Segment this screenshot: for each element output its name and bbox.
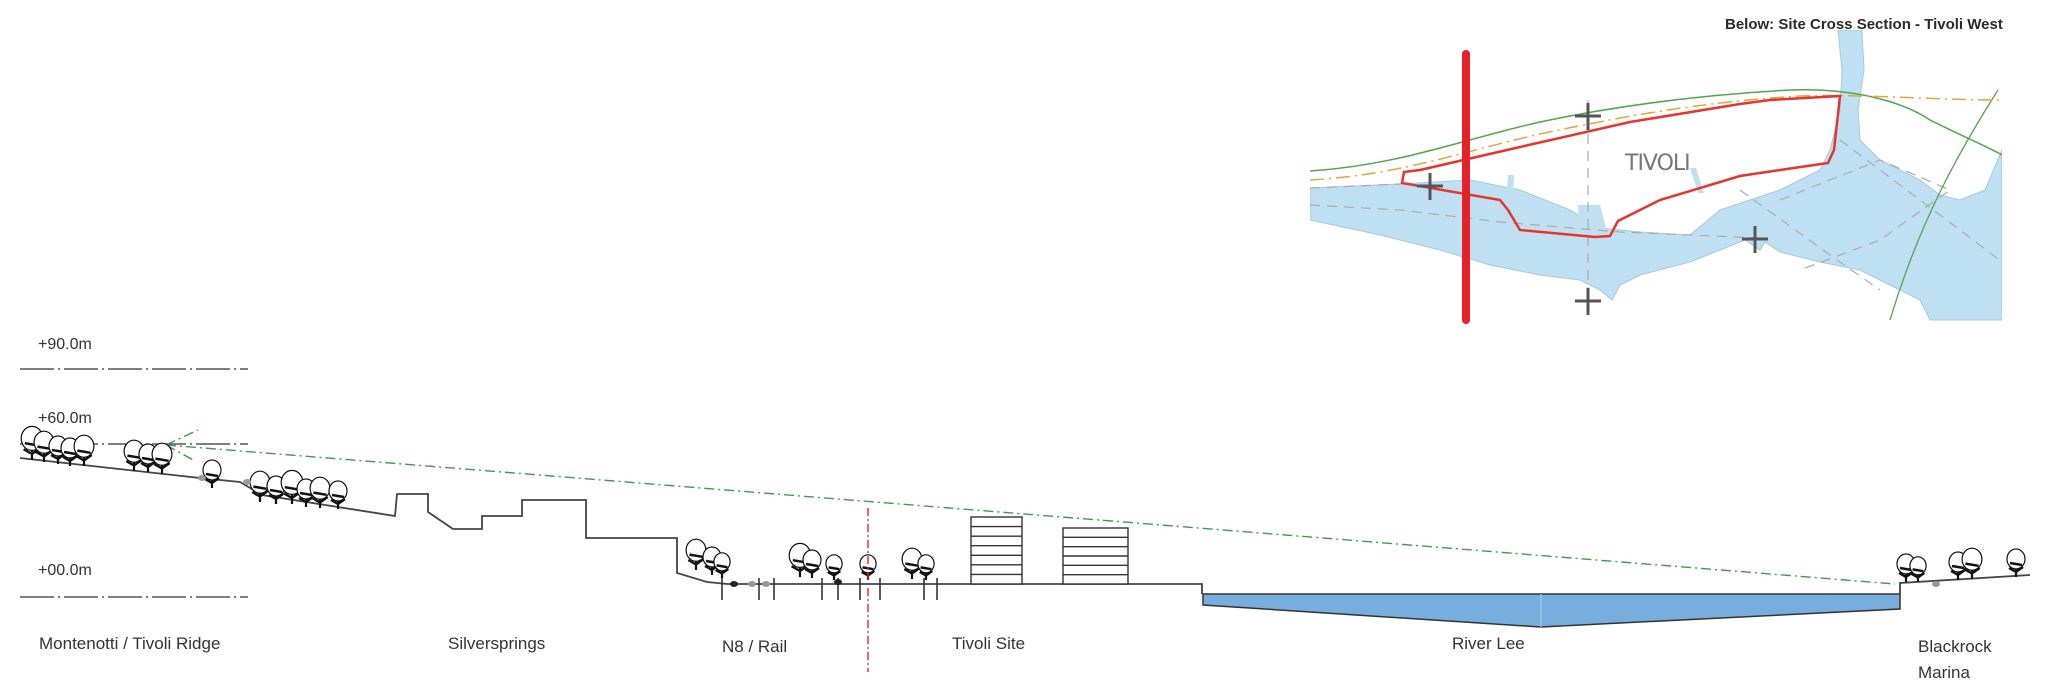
zone-label-river-lee: River Lee [1452,634,1525,653]
tree-icon [266,475,286,504]
ground-object [243,479,251,485]
zone-label-silversprings: Silversprings [448,634,546,653]
tree-icon [202,459,222,488]
key-plan-map: TIVOLI [1310,30,2002,324]
tree-icon [713,552,731,578]
site-boundary [1400,94,1842,239]
tree-icon [309,476,331,508]
tree-group [20,425,2026,587]
ground-object [762,581,770,587]
tivoli-building-2 [1062,527,1129,585]
grid-dash-lines [1310,100,2002,300]
building-outline [970,516,1023,585]
ground-object [834,579,842,585]
tree-icon [1909,556,1927,582]
site-label: TIVOLI [1624,151,1690,176]
level-label-60: +60.0m [38,410,92,427]
level-label-90: +90.0m [38,336,92,353]
tree-icon [802,549,822,578]
tivoli-building-1 [970,516,1023,585]
river-water-area [1310,30,2002,321]
survey-cross-markers [1417,103,1768,315]
rail-line-orange [1310,94,2002,181]
zone-label-tivoli-site: Tivoli Site [952,634,1026,653]
dock-inlet-2 [1578,205,1608,238]
zone-label-n8-rail: N8 / Rail [722,637,788,656]
tree-icon [249,470,271,502]
ground-object [748,581,756,587]
tree-icon [1961,547,1983,579]
boundary-green-arc [1889,89,1999,321]
zone-label-blackrock-marina: Blackrock Marina [1918,637,1992,682]
tree-icon [328,480,348,509]
zone-label-montenotti: Montenotti / Tivoli Ridge [39,634,221,653]
tree-icon [917,554,935,580]
road-edge-green [1310,89,2002,172]
tree-icon [825,554,843,580]
ground-object [730,581,738,587]
level-label-0: +00.0m [38,562,92,579]
ground-object [1932,581,1940,587]
tree-icon [901,547,923,579]
cross-section [19,368,2031,672]
diagram-title: Below: Site Cross Section - Tivoli West [1725,16,2003,33]
sightline [165,429,1896,585]
ground-object [198,475,206,481]
tree-icon [2006,548,2026,577]
tree-icon [151,442,173,474]
rail-posts [721,578,938,600]
tree-icon [73,434,95,466]
river-lee-water [1202,593,1901,628]
